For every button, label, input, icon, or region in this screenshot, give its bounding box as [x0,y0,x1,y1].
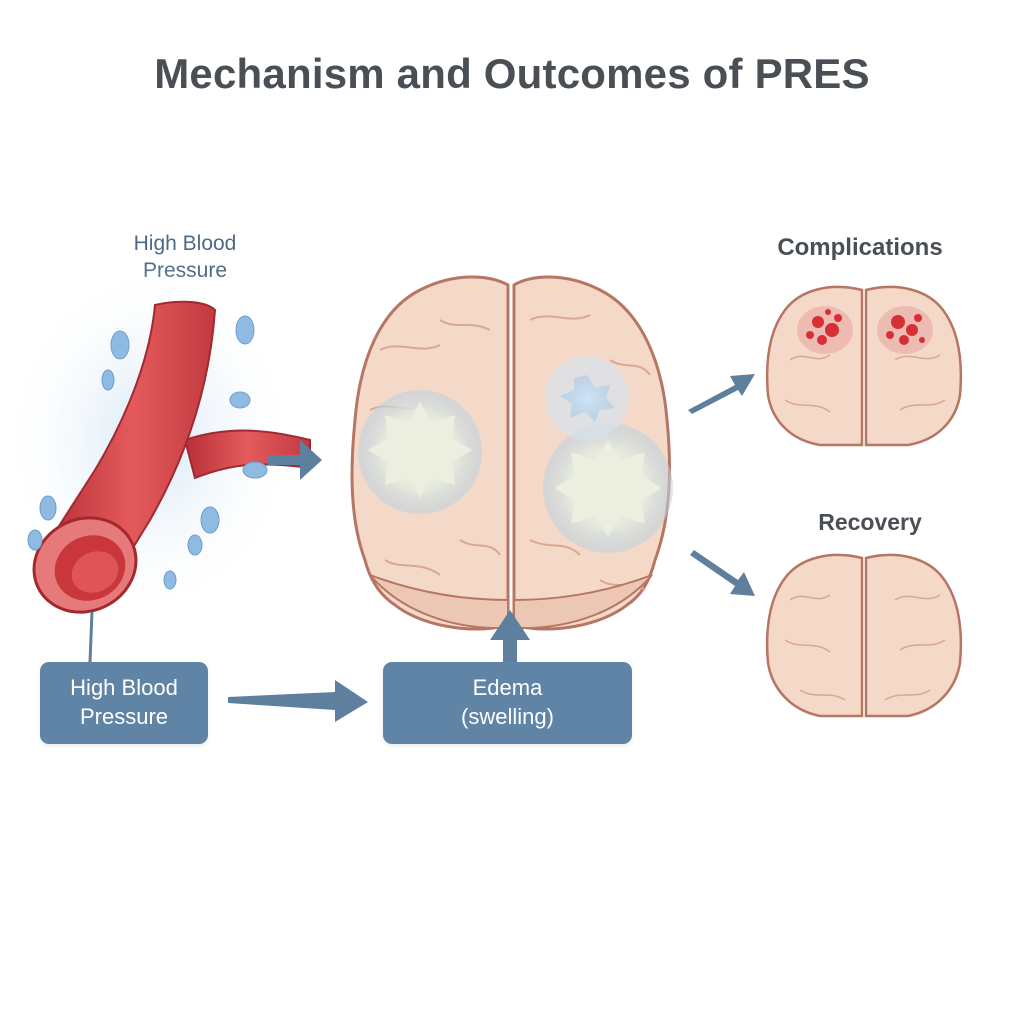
high-blood-pressure-box: High Blood Pressure [40,662,208,744]
vessel-label-line1: High Blood [133,232,237,255]
edema-brain-illustration [350,275,673,631]
bp-to-edema-arrow [228,680,368,722]
complications-brain-illustration [765,285,963,447]
diagram-title: Mechanism and Outcomes of PRES [154,50,870,97]
vessel-to-brain-arrow [268,440,322,480]
high-bp-line2: Pressure [79,704,169,729]
edema-line2: (swelling) [461,704,554,729]
recovery-label: Recovery [818,509,922,535]
high-bp-line1: High Blood [70,675,178,701]
blood-vessel-illustration [0,260,311,663]
edema-to-brain-arrow [490,610,530,662]
edema-box: Edema (swelling) [383,662,632,744]
edema-line1: Edema [472,675,543,701]
recovery-brain-illustration [765,553,963,718]
arrow-to-recovery [690,550,755,596]
complications-label: Complications [777,234,943,261]
arrow-to-complications [688,374,755,414]
